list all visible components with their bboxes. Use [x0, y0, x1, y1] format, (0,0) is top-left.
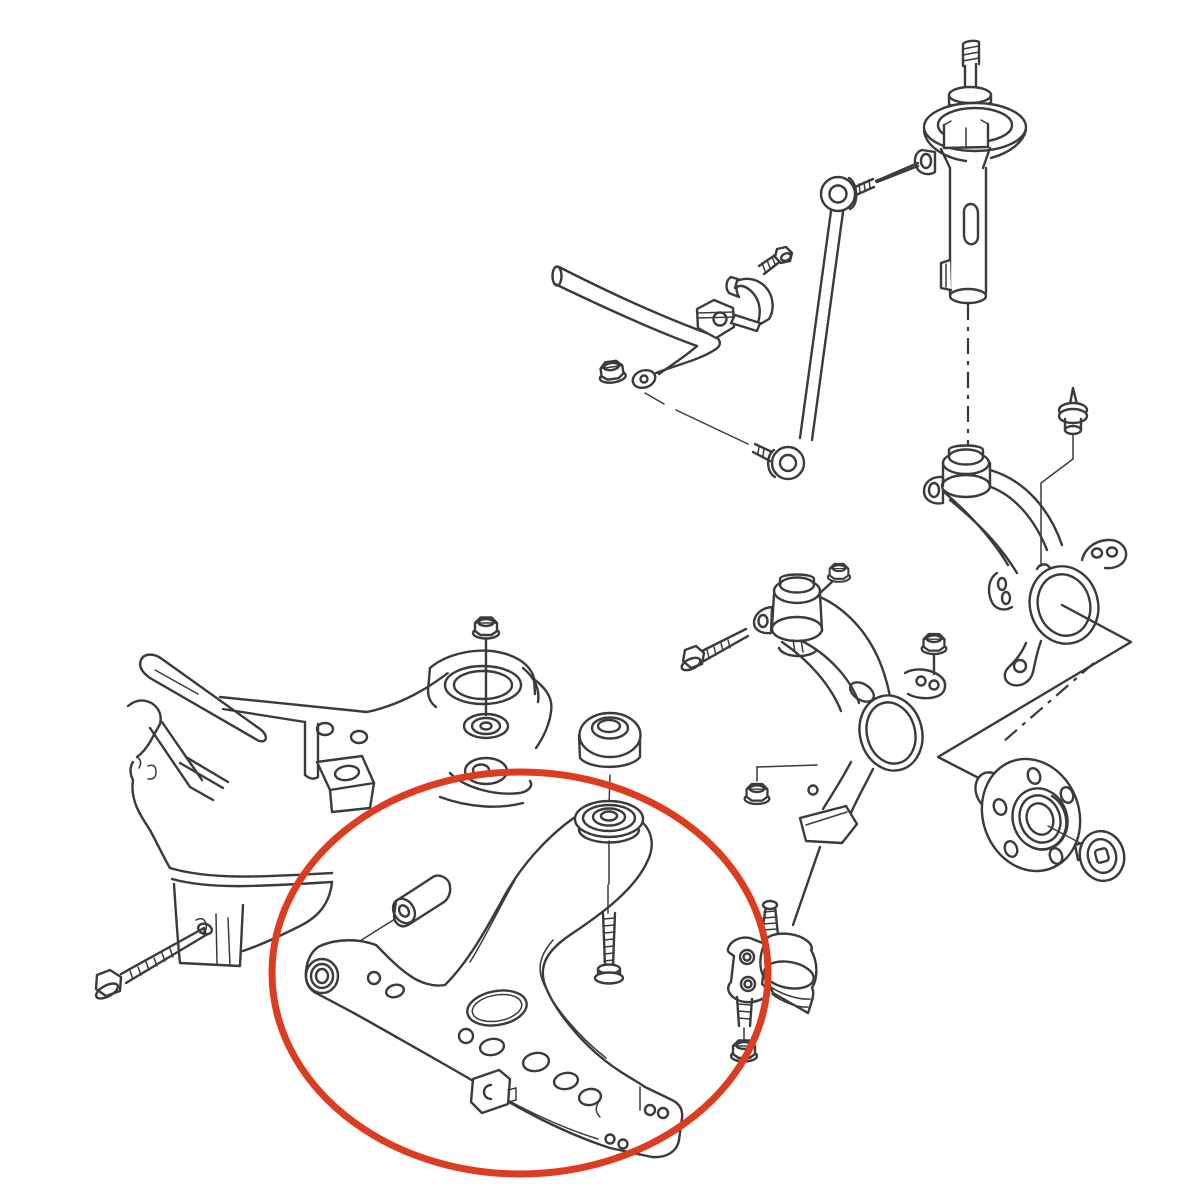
part-stabilizer-link	[644, 161, 920, 481]
part-ball-joint	[726, 899, 818, 1041]
part-steering-knuckle	[752, 573, 947, 927]
part-subframe-nut	[471, 616, 501, 640]
part-stabilizer-nut	[596, 358, 628, 386]
part-wheel-hub	[974, 757, 1083, 873]
part-subframe-bolt	[94, 926, 208, 1000]
part-control-arm	[304, 799, 684, 1159]
part-pinch-bolt	[680, 627, 750, 672]
highlight-ellipse	[268, 768, 772, 1178]
part-spreader-pin	[1040, 386, 1089, 567]
part-stabilizer-bracket	[725, 275, 774, 333]
part-stabilizer-bar	[551, 265, 721, 390]
part-stabilizer-bushing	[695, 298, 736, 340]
part-control-arm-bushing	[577, 711, 642, 807]
part-spacer-sleeve	[351, 874, 452, 947]
part-front-strut	[875, 39, 1028, 454]
part-control-arm-screw	[593, 840, 625, 985]
part-steering-knuckle-outer	[922, 444, 1133, 791]
part-bracket-bolt	[757, 245, 794, 276]
part-bearing-cap	[1073, 829, 1126, 883]
part-subframe	[126, 635, 553, 968]
